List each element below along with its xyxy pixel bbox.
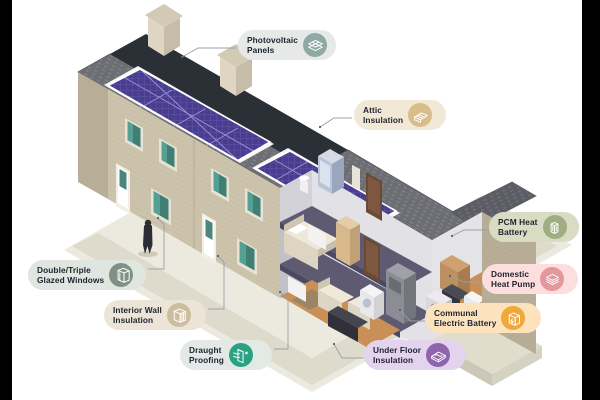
chimney-left xyxy=(145,4,183,56)
callout-interior-wall-insulation[interactable]: Interior Wall Insulation xyxy=(104,300,206,330)
callout-label: Interior Wall Insulation xyxy=(113,304,162,325)
pcm-battery-icon xyxy=(542,215,567,239)
callout-label: Attic Insulation xyxy=(363,104,404,125)
leader-endpoints xyxy=(156,55,454,346)
callout-label: PCM Heat Battery xyxy=(498,216,538,237)
glazed-window-icon xyxy=(109,263,134,287)
loft-shower-unit xyxy=(318,149,344,194)
callout-label: Domestic Heat Pump xyxy=(491,268,536,289)
bedroom-radiator xyxy=(308,224,326,250)
callout-label: Photovoltaic Panels xyxy=(247,34,298,55)
letterbox-right xyxy=(582,0,600,400)
facade-openings xyxy=(116,118,263,276)
underfloor-insulation-icon xyxy=(426,343,451,367)
living-room-tv-unit xyxy=(328,306,368,342)
callout-attic-insulation[interactable]: Attic Insulation xyxy=(354,100,446,130)
loft-toilet xyxy=(299,175,309,194)
utility-washing-machine xyxy=(360,284,384,320)
bedroom-wardrobe xyxy=(336,216,360,266)
loft-towel-rail xyxy=(352,165,360,190)
callout-pcm-heat-battery[interactable]: PCM Heat Battery xyxy=(489,212,579,242)
callout-photovoltaic-panels[interactable]: Photovoltaic Panels xyxy=(238,30,336,60)
pedestrian-figure xyxy=(138,219,158,257)
callout-label: Draught Proofing xyxy=(189,344,224,365)
callout-communal-electric-battery[interactable]: Communal Electric Battery xyxy=(425,303,541,333)
callout-double-triple-glazed-windows[interactable]: Double/Triple Glazed Windows xyxy=(28,260,146,290)
solar-array-left xyxy=(104,66,274,163)
utility-boiler xyxy=(386,263,416,324)
wall-insulation-icon xyxy=(166,303,191,327)
callout-draught-proofing[interactable]: Draught Proofing xyxy=(180,340,272,370)
draught-proofing-icon xyxy=(228,343,253,367)
chimney-right xyxy=(217,44,255,96)
heat-pump-icon xyxy=(540,267,565,291)
callout-label: Double/Triple Glazed Windows xyxy=(37,264,105,285)
solar-panel-icon xyxy=(303,33,327,57)
callout-domestic-heat-pump[interactable]: Domestic Heat Pump xyxy=(482,264,578,294)
living-room-radiator xyxy=(288,276,306,302)
bedroom-door xyxy=(364,236,380,283)
leader-lines xyxy=(148,47,489,359)
insulation-roll-icon xyxy=(408,103,433,127)
callout-under-floor-insulation[interactable]: Under Floor Insulation xyxy=(364,340,466,370)
isometric-house-illustration xyxy=(64,4,572,392)
callout-label: Communal Electric Battery xyxy=(434,307,497,328)
letterbox-left xyxy=(0,0,12,400)
electric-battery-icon xyxy=(501,306,526,330)
loft-door xyxy=(366,172,382,221)
callout-label: Under Floor Insulation xyxy=(373,344,422,365)
